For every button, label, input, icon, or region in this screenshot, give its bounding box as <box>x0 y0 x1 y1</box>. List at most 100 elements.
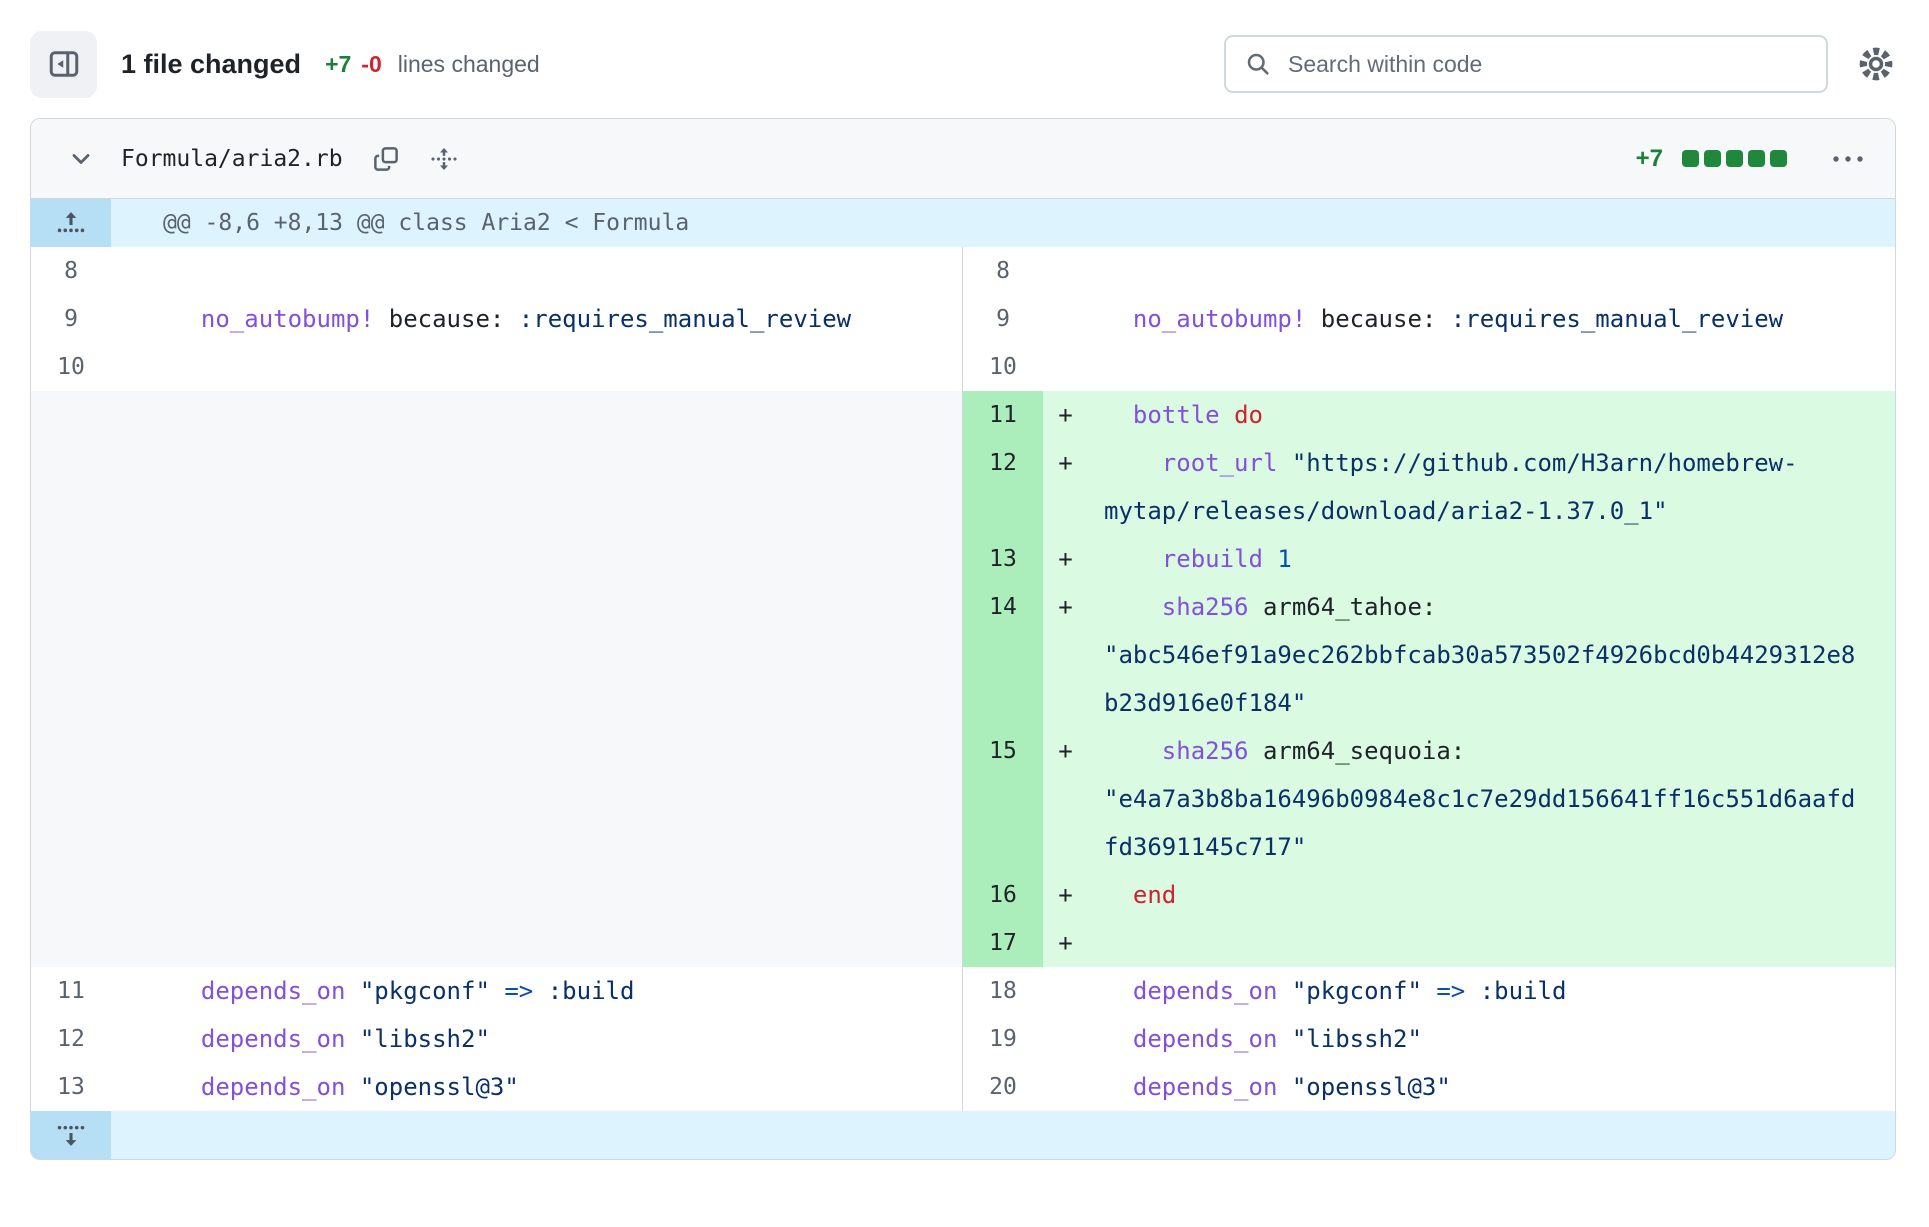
hunk-header-row: @@ -8,6 +8,13 @@ class Aria2 < Formula <box>31 199 1895 247</box>
page-title: 1 file changed <box>121 48 302 79</box>
additions-count: +7 <box>325 50 352 77</box>
diff-marker <box>111 295 156 343</box>
diff-row-old-10: 10 <box>31 343 962 391</box>
line-number[interactable]: 13 <box>963 535 1043 583</box>
code-line: sha256 arm64_tahoe: "abc546ef91a9ec262bb… <box>1104 593 1856 717</box>
code-line: depends_on "pkgconf" => :build <box>1132 977 1567 1005</box>
diff-row-new-14: 14+ sha256 arm64_tahoe: "abc546ef91a9ec2… <box>963 583 1895 727</box>
diff-marker <box>111 247 156 295</box>
diff-card: Formula/aria2.rb <box>30 118 1896 1160</box>
diff-marker: + <box>1058 737 1073 765</box>
diff-row-new-9: 9 no_autobump! because: :requires_manual… <box>963 295 1895 343</box>
diff-row-new-13: 13 + rebuild 1 <box>963 535 1895 583</box>
file-header: Formula/aria2.rb <box>31 119 1895 199</box>
line-number[interactable]: 13 <box>57 1074 85 1100</box>
diff-row-new-18: 18 depends_on "pkgconf" => :build <box>963 967 1895 1015</box>
diff-pane-new: 8 9 no_autobump! because: :requires_manua… <box>963 247 1895 1111</box>
diffstat-block <box>1726 150 1743 167</box>
diff-row-new-8: 8 <box>963 247 1895 295</box>
diff-marker <box>111 1063 156 1111</box>
diff-marker <box>111 967 156 1015</box>
diff-row-new-12: 12 + root_url "https://github.com/H3arn/h… <box>963 439 1895 535</box>
search-input[interactable] <box>1286 49 1808 79</box>
diff-row-old-13: 13 depends_on "openssl@3" <box>31 1063 962 1111</box>
file-collapse-toggle[interactable] <box>67 145 95 173</box>
sidebar-collapse-icon <box>46 46 82 82</box>
line-number[interactable]: 8 <box>996 258 1010 284</box>
diff-marker <box>1043 295 1088 343</box>
settings-button[interactable] <box>1856 44 1896 84</box>
line-number[interactable]: 15 <box>963 727 1043 871</box>
expand-bottom-row <box>31 1111 1895 1159</box>
file-name: Formula/aria2.rb <box>121 145 343 172</box>
copy-path-button[interactable] <box>371 144 401 174</box>
code-line <box>1088 247 1895 295</box>
line-number[interactable]: 10 <box>57 354 85 380</box>
line-number[interactable]: 18 <box>989 978 1017 1004</box>
line-number[interactable]: 8 <box>64 258 78 284</box>
diff-row-old-11: 11 depends_on "pkgconf" => :build <box>31 967 962 1015</box>
diff-marker <box>111 1015 156 1063</box>
diffstat-block <box>1748 150 1765 167</box>
line-number[interactable]: 17 <box>963 919 1043 967</box>
expand-all-button[interactable] <box>429 144 459 174</box>
copy-icon <box>371 144 401 174</box>
file-header-right: +7 <box>1636 145 1865 173</box>
fold-down-icon <box>55 1119 87 1151</box>
line-number[interactable]: 11 <box>57 978 85 1004</box>
line-number[interactable]: 20 <box>989 1074 1017 1100</box>
line-number[interactable]: 12 <box>963 439 1043 535</box>
diff-marker: + <box>1058 449 1073 477</box>
search-icon <box>1244 50 1272 78</box>
diff-marker <box>1043 967 1088 1015</box>
diff-marker: + <box>1058 401 1073 429</box>
unfold-vertical-icon <box>429 144 459 174</box>
code-line: no_autobump! because: :requires_manual_r… <box>200 305 852 333</box>
code-line: bottle do <box>1132 401 1263 429</box>
code-line: sha256 arm64_sequoia: "e4a7a3b8ba16496b0… <box>1104 737 1856 861</box>
diff-filler <box>31 391 962 967</box>
line-number[interactable]: 11 <box>963 391 1043 439</box>
diff-marker <box>111 343 156 391</box>
expand-up-button[interactable] <box>31 199 111 247</box>
diff-marker: + <box>1058 881 1073 909</box>
code-line: depends_on "libssh2" <box>200 1025 490 1053</box>
file-additions-badge: +7 <box>1635 144 1663 172</box>
line-number[interactable]: 9 <box>64 306 78 332</box>
code-line: end <box>1132 881 1177 909</box>
diff-row-old-12: 12 depends_on "libssh2" <box>31 1015 962 1063</box>
line-number[interactable]: 16 <box>963 871 1043 919</box>
expand-down-button[interactable] <box>31 1111 111 1159</box>
split-diff: 8 9 no_autobump! because: :requires_manua… <box>31 247 1895 1111</box>
code-line: no_autobump! because: :requires_manual_r… <box>1132 305 1784 333</box>
line-number[interactable]: 12 <box>57 1026 85 1052</box>
hunk-header-text: @@ -8,6 +8,13 @@ class Aria2 < Formula <box>163 210 690 236</box>
lines-changed-label: lines changed <box>397 50 540 77</box>
diff-row-new-15: 15 + sha256 arm64_sequoia: "e4a7a3b8ba164… <box>963 727 1895 871</box>
line-number[interactable]: 9 <box>996 306 1010 332</box>
line-number[interactable]: 19 <box>989 1026 1017 1052</box>
diff-row-new-10: 10 <box>963 343 1895 391</box>
diff-marker <box>1043 343 1088 391</box>
code-line: depends_on "libssh2" <box>1132 1025 1422 1053</box>
line-number[interactable]: 14 <box>963 583 1043 727</box>
gear-icon <box>1856 44 1896 84</box>
diffstat-blocks <box>1677 150 1787 167</box>
code-line: depends_on "pkgconf" => :build <box>200 977 635 1005</box>
kebab-icon <box>1831 153 1865 165</box>
file-menu-button[interactable] <box>1831 153 1865 165</box>
diffstat-block <box>1770 150 1787 167</box>
diff-row-new-17: 17+ <box>963 919 1895 967</box>
deletions-count: -0 <box>361 50 382 77</box>
code-line <box>156 247 962 295</box>
line-number[interactable]: 10 <box>989 354 1017 380</box>
code-line <box>1088 919 1895 967</box>
diff-row-new-19: 19 depends_on "libssh2" <box>963 1015 1895 1063</box>
diff-row-new-16: 16 + end <box>963 871 1895 919</box>
collapse-sidebar-button[interactable] <box>30 30 97 98</box>
diff-row-old-8: 8 <box>31 247 962 295</box>
code-line: rebuild 1 <box>1161 545 1292 573</box>
diffstat-block <box>1682 150 1699 167</box>
diff-marker: + <box>1058 545 1073 573</box>
code-line: root_url "https://github.com/H3arn/homeb… <box>1104 449 1798 525</box>
